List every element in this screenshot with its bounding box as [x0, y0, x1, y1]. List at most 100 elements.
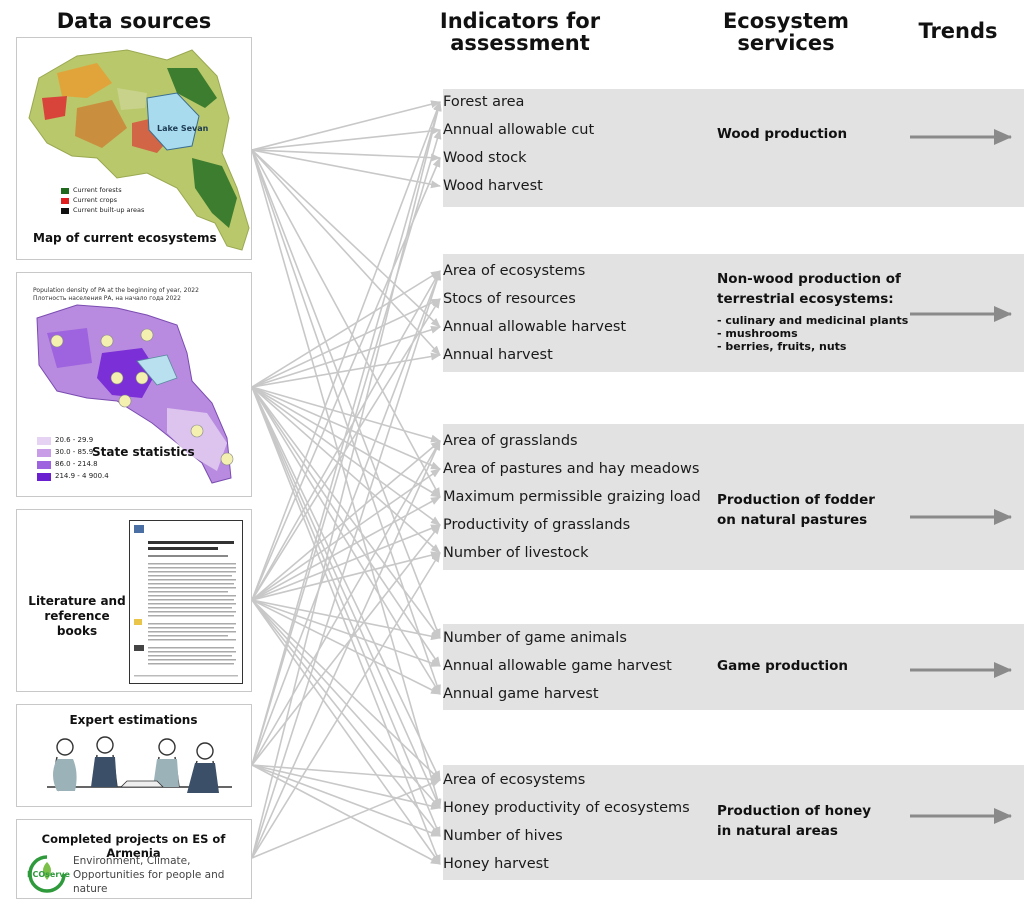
group-band-fodder — [443, 424, 1024, 570]
service-game-production: Game production — [717, 658, 848, 674]
projects-tagline: Environment, Climate, Opportunities for … — [73, 855, 225, 895]
connector-line — [251, 552, 441, 859]
map-lake-label: Lake Sevan — [157, 124, 209, 133]
source-literature: Literature and reference books — [16, 509, 252, 692]
indicator-forest-area: Forest area — [443, 94, 525, 110]
connector-line — [251, 325, 441, 388]
connector-line — [251, 101, 442, 859]
stats-title-line-1: Population density of PA at the beginnin… — [33, 287, 199, 294]
connector-line — [251, 386, 441, 639]
projects-caption: Completed projects on ES of Armenia — [41, 832, 226, 860]
connector-line — [251, 764, 441, 810]
indicator-number-of-hives: Number of hives — [443, 828, 563, 844]
indicator-honey-productivity: Honey productivity of ecosystems — [443, 800, 690, 816]
header-data-sources: Data sources — [56, 9, 212, 33]
indicator-stocs-of-resources: Stocs of resources — [443, 291, 576, 307]
indicator-annual-harvest: Annual harvest — [443, 347, 553, 363]
indicator-number-of-livestock: Number of livestock — [443, 545, 589, 561]
indicator-productivity-of-grasslands: Productivity of grasslands — [443, 517, 631, 533]
ecoserve-logo-text: ECOserve — [27, 870, 70, 879]
connector-line — [251, 386, 441, 809]
indicator-area-of-ecosystems: Area of ecosystems — [443, 263, 586, 279]
connector-line — [251, 101, 441, 601]
connector-line — [251, 551, 441, 601]
source-map: Lake Sevan Current forests Current crops… — [16, 37, 252, 260]
connector-line — [251, 100, 441, 151]
connector-line — [251, 270, 442, 859]
connector-line — [251, 524, 441, 766]
connector-line — [251, 352, 441, 388]
connector-line — [251, 386, 441, 781]
group-band-game — [443, 624, 1024, 710]
service-honey-production: Production of honey in natural areas — [717, 803, 872, 839]
indicator-area-of-pastures: Area of pastures and hay meadows — [443, 461, 700, 477]
stats-title-line-2: Плотность населения РА, на начало года 2… — [33, 295, 181, 302]
connector-line — [251, 386, 441, 526]
map-caption: Map of current ecosystems — [33, 231, 217, 245]
connector-line — [251, 599, 441, 781]
connector-line — [251, 386, 441, 470]
indicator-honey-harvest: Honey harvest — [443, 856, 549, 872]
service-sub-berries: - berries, fruits, nuts — [717, 340, 847, 353]
connector-line — [251, 496, 441, 601]
connector-line — [251, 270, 441, 388]
connector-line — [251, 298, 441, 388]
connector-line — [251, 764, 441, 865]
connector-line — [251, 386, 441, 443]
connector-line — [251, 386, 441, 498]
stats-legend-2: 30.0 - 85.9 — [55, 448, 94, 456]
connector-line — [251, 270, 441, 766]
map-legend-crops: Current crops — [73, 196, 118, 204]
connector-line — [251, 599, 441, 865]
connector-line — [251, 779, 441, 859]
literature-caption: Literature and reference books — [28, 594, 126, 638]
connector-line — [251, 440, 441, 766]
indicator-area-of-ecosystems-honey: Area of ecosystems — [443, 772, 586, 788]
map-legend-forests: Current forests — [73, 186, 122, 194]
connector-line — [251, 440, 441, 859]
connector-line — [251, 149, 441, 162]
indicator-wood-harvest: Wood harvest — [443, 178, 543, 194]
armenia-map-image — [28, 49, 250, 251]
paper-thumbnail-image — [129, 520, 243, 684]
population-density-map — [36, 304, 234, 484]
indicator-annual-allowable-harvest: Annual allowable harvest — [443, 319, 627, 335]
connector-line — [251, 599, 441, 837]
connector-line — [251, 149, 441, 328]
connector-line — [251, 764, 441, 837]
experts-meeting-image — [47, 736, 232, 793]
indicator-max-grazing-load: Maximum permissible graizing load — [443, 489, 701, 505]
connector-line — [251, 126, 441, 151]
indicator-annual-allowable-game-harvest: Annual allowable game harvest — [443, 658, 672, 674]
connector-line — [251, 440, 441, 601]
connector-line — [251, 149, 441, 356]
header-trends: Trends — [918, 19, 998, 43]
connector-line — [251, 149, 441, 498]
indicator-annual-game-harvest: Annual game harvest — [443, 686, 599, 702]
service-non-wood-title: Non-wood production of terrestrial ecosy… — [717, 271, 901, 307]
service-non-wood-production: Non-wood production of terrestrial ecosy… — [717, 269, 917, 353]
connector-line — [251, 386, 441, 667]
ecoserve-logo-icon — [28, 855, 66, 893]
connector-line — [251, 764, 441, 784]
connector-line — [251, 599, 441, 695]
connector-line — [251, 599, 441, 667]
source-completed-projects: Completed projects on ES of Armenia ECOs… — [16, 819, 252, 899]
connector-line — [251, 101, 442, 766]
connector-line — [251, 468, 441, 601]
service-fodder-production: Production of fodder on natural pastures — [717, 492, 875, 528]
connector-line — [251, 386, 441, 695]
stats-legend-4: 214.9 - 4 900.4 — [55, 472, 109, 480]
connector-line — [251, 157, 441, 601]
indicator-area-of-grasslands: Area of grasslands — [443, 433, 578, 449]
stats-caption: State statistics — [92, 445, 195, 459]
service-wood-production: Wood production — [717, 126, 848, 142]
expert-caption: Expert estimations — [69, 713, 198, 727]
indicator-annual-allowable-cut: Annual allowable cut — [443, 122, 595, 138]
stats-legend-1: 20.6 - 29.9 — [55, 436, 94, 444]
group-band-honey — [443, 765, 1024, 880]
stats-legend-3: 86.0 - 214.8 — [55, 460, 98, 468]
map-legend-builtup: Current built-up areas — [73, 206, 145, 214]
connector-line — [251, 386, 441, 837]
